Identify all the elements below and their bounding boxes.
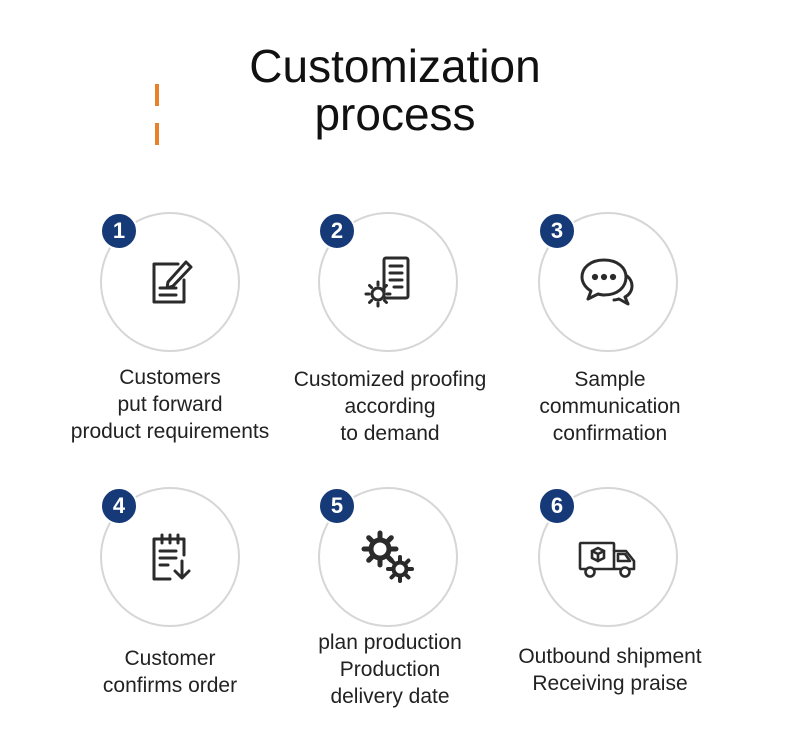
step-label-line: Outbound shipment — [518, 645, 702, 668]
step-label-line: Customers — [119, 366, 221, 389]
accent-bar-bottom — [155, 123, 159, 145]
step-number-badge: 3 — [538, 212, 576, 250]
step-label-line: communication — [539, 395, 681, 418]
step-label: Outbound shipment Receiving praise — [490, 643, 730, 697]
step-label-line: Customer — [124, 647, 216, 670]
step-label-line: Receiving praise — [532, 672, 688, 695]
step-label-line: according — [344, 395, 436, 418]
step-label-line: product requirements — [70, 420, 270, 443]
chat-bubbles-icon — [580, 258, 634, 306]
clipboard-download-icon — [152, 533, 191, 581]
gear-document-icon — [364, 256, 410, 308]
step-label-line: delivery date — [330, 685, 450, 708]
step-number-badge: 5 — [318, 487, 356, 525]
page-title-line-1: Customization — [249, 40, 541, 92]
edit-document-icon — [152, 260, 193, 304]
step-label-line: to demand — [340, 422, 440, 445]
accent-bar-top — [155, 84, 159, 106]
step-label: Sample communication confirmation — [490, 366, 730, 447]
step-number-badge: 6 — [538, 487, 576, 525]
step-label: Customers put forward product requiremen… — [50, 364, 290, 445]
step-label: plan production Production delivery date — [270, 629, 510, 710]
step-number-badge: 2 — [318, 212, 356, 250]
step-label: Customized proofing according to demand — [270, 366, 510, 447]
step-number-badge: 1 — [100, 212, 138, 250]
delivery-truck-icon — [578, 541, 636, 578]
step-label-line: confirms order — [102, 674, 238, 697]
gears-icon — [361, 530, 414, 583]
step-label-line: Customized proofing — [293, 368, 487, 391]
step-label-line: Production — [339, 658, 441, 681]
step-label: Customer confirms order — [50, 645, 290, 699]
step-label-line: Sample — [574, 368, 646, 391]
step-label-line: plan production — [318, 631, 462, 654]
step-circle — [538, 212, 678, 352]
step-label-line: put forward — [117, 393, 223, 416]
page-title-line-2: process — [314, 88, 476, 140]
step-label-line: confirmation — [552, 422, 668, 445]
step-number-badge: 4 — [100, 487, 138, 525]
